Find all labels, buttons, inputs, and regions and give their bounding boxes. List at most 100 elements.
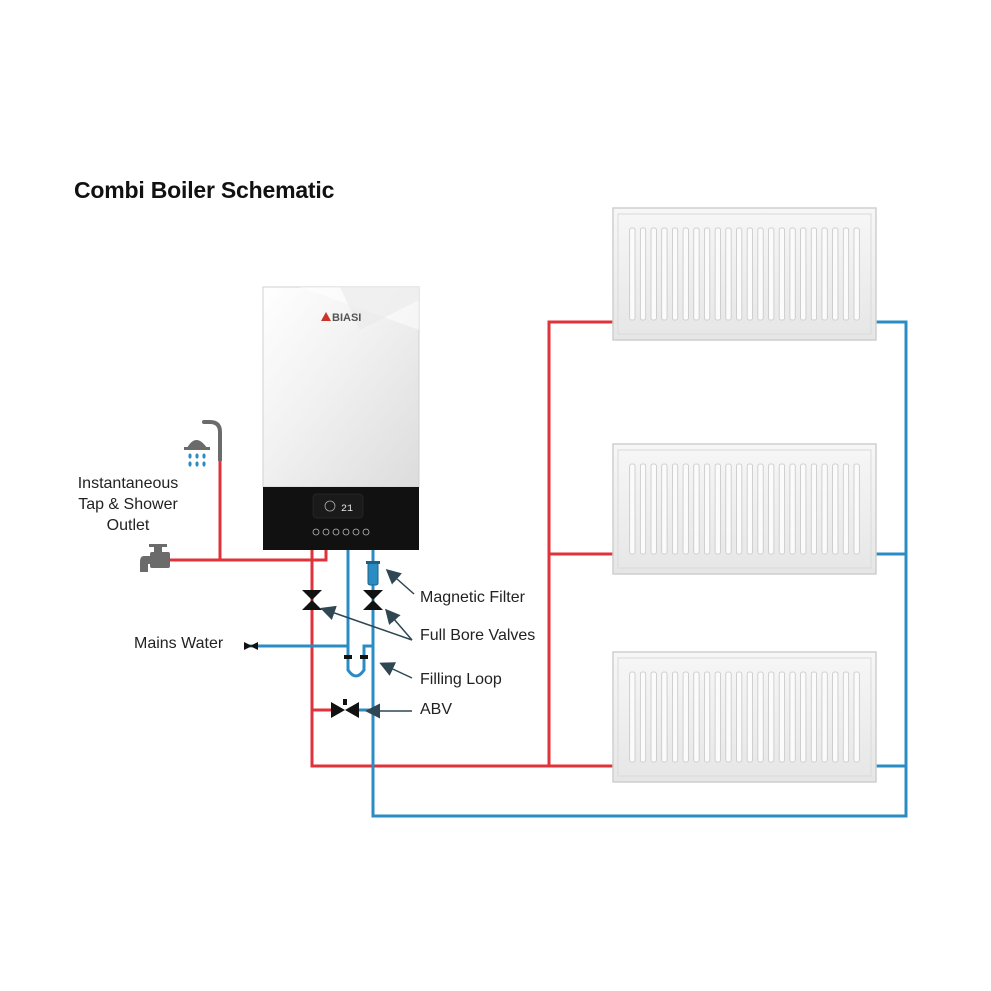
radiator-fin [853, 671, 860, 763]
radiator-fin [714, 671, 721, 763]
radiator-bottom [612, 651, 877, 783]
radiator-fin [736, 671, 743, 763]
radiator-fin [693, 671, 700, 763]
radiator-fin [682, 463, 689, 555]
outlet-label: Instantaneous Tap & Shower Outlet [64, 473, 192, 536]
boiler-display-reading: 21 [341, 504, 353, 515]
radiator-fin [714, 463, 721, 555]
radiator-fin [629, 463, 636, 555]
radiator-fin [768, 227, 775, 321]
radiator-middle [612, 443, 877, 575]
radiator-fin [650, 671, 657, 763]
outlet-label-line-3: Outlet [106, 517, 150, 534]
radiator-fin [671, 463, 679, 555]
filling-loop-icon [344, 655, 368, 659]
radiator-fin [639, 463, 647, 555]
abv-valve-icon [331, 699, 359, 718]
radiator-fin [789, 227, 796, 321]
radiator-fin [810, 463, 818, 555]
radiator-fin [682, 227, 689, 321]
radiator-fin [810, 671, 818, 763]
radiator-fin [842, 671, 850, 763]
radiator-fin [778, 671, 785, 763]
radiator-fin [853, 463, 860, 555]
radiator-fin [704, 671, 711, 763]
tap-icon [140, 544, 170, 572]
radiator-fin [725, 463, 732, 555]
radiator-top [612, 207, 877, 341]
radiator-fin [746, 227, 753, 321]
radiator-fin [810, 227, 818, 321]
mains-water-label: Mains Water [134, 635, 224, 652]
radiator-fin [693, 463, 700, 555]
boiler-button-6[interactable] [362, 528, 370, 536]
boiler-button-2[interactable] [322, 528, 330, 536]
arrow-full-bore-return [385, 608, 413, 641]
flow-pipes [166, 320, 615, 768]
radiator-fin [832, 227, 839, 321]
radiator-fin [650, 227, 657, 321]
boiler-brand-text: BIASI [332, 312, 361, 324]
radiator-fin [821, 227, 828, 321]
radiator-fin [725, 671, 732, 763]
radiator-fin [778, 463, 785, 555]
radiator-fin [725, 227, 732, 321]
boiler-display: 21 [312, 493, 364, 519]
boiler-button-3[interactable] [332, 528, 340, 536]
radiator-fins [629, 463, 860, 555]
radiator-fin [853, 227, 860, 321]
boiler-button-4[interactable] [342, 528, 350, 536]
magnetic-filter-label: Magnetic Filter [420, 589, 525, 606]
radiator-fin [778, 227, 785, 321]
boiler-buttons [312, 528, 370, 536]
mains-water-pipe [248, 546, 350, 648]
radiator-fin [704, 227, 711, 321]
abv-label: ABV [420, 701, 453, 718]
return-pipe-main [371, 320, 908, 818]
radiator-fin [800, 227, 807, 321]
radiator-fin [714, 227, 721, 321]
radiator-fin [639, 227, 647, 321]
radiator-fin [661, 463, 668, 555]
water-drops-icon [188, 453, 206, 467]
radiator-fin [842, 227, 850, 321]
boiler-button-1[interactable] [312, 528, 320, 536]
radiator-fin [736, 463, 743, 555]
radiator-fin [832, 463, 839, 555]
radiator-fin [821, 463, 828, 555]
radiator-fin [757, 227, 764, 321]
arrow-full-bore-flow [320, 605, 413, 641]
radiator-fin [639, 671, 647, 763]
mains-water-valve-icon [244, 642, 258, 650]
radiator-fin [650, 463, 657, 555]
radiator-fin [704, 463, 711, 555]
arrow-filling-loop [379, 662, 413, 679]
boiler-button-5[interactable] [352, 528, 360, 536]
magnetic-filter-icon [366, 561, 380, 586]
outlet-label-line-2: Tap & Shower [78, 496, 178, 513]
radiator-fin [789, 671, 796, 763]
radiator-fin [661, 227, 668, 321]
radiator-fin [693, 227, 700, 321]
radiator-fin [629, 227, 636, 321]
radiator-fin [800, 671, 807, 763]
arrow-magnetic-filter [385, 569, 415, 595]
radiator-fin [821, 671, 828, 763]
boiler-unit: BIASI 21 [262, 286, 420, 550]
full-bore-valve-return-icon [363, 590, 383, 610]
radiator-fin [842, 463, 850, 555]
radiator-fin [768, 671, 775, 763]
callout-arrows [320, 569, 415, 719]
filling-loop-pipe [346, 644, 375, 678]
radiator-fin [746, 671, 753, 763]
radiator-fin [768, 463, 775, 555]
page-title: Combi Boiler Schematic [74, 177, 335, 203]
radiator-fin [757, 463, 764, 555]
radiator-fin [800, 463, 807, 555]
shower-head-icon [184, 420, 222, 467]
radiator-fin [671, 671, 679, 763]
radiator-fin [736, 227, 743, 321]
boiler-brand-logo: BIASI [321, 312, 361, 324]
